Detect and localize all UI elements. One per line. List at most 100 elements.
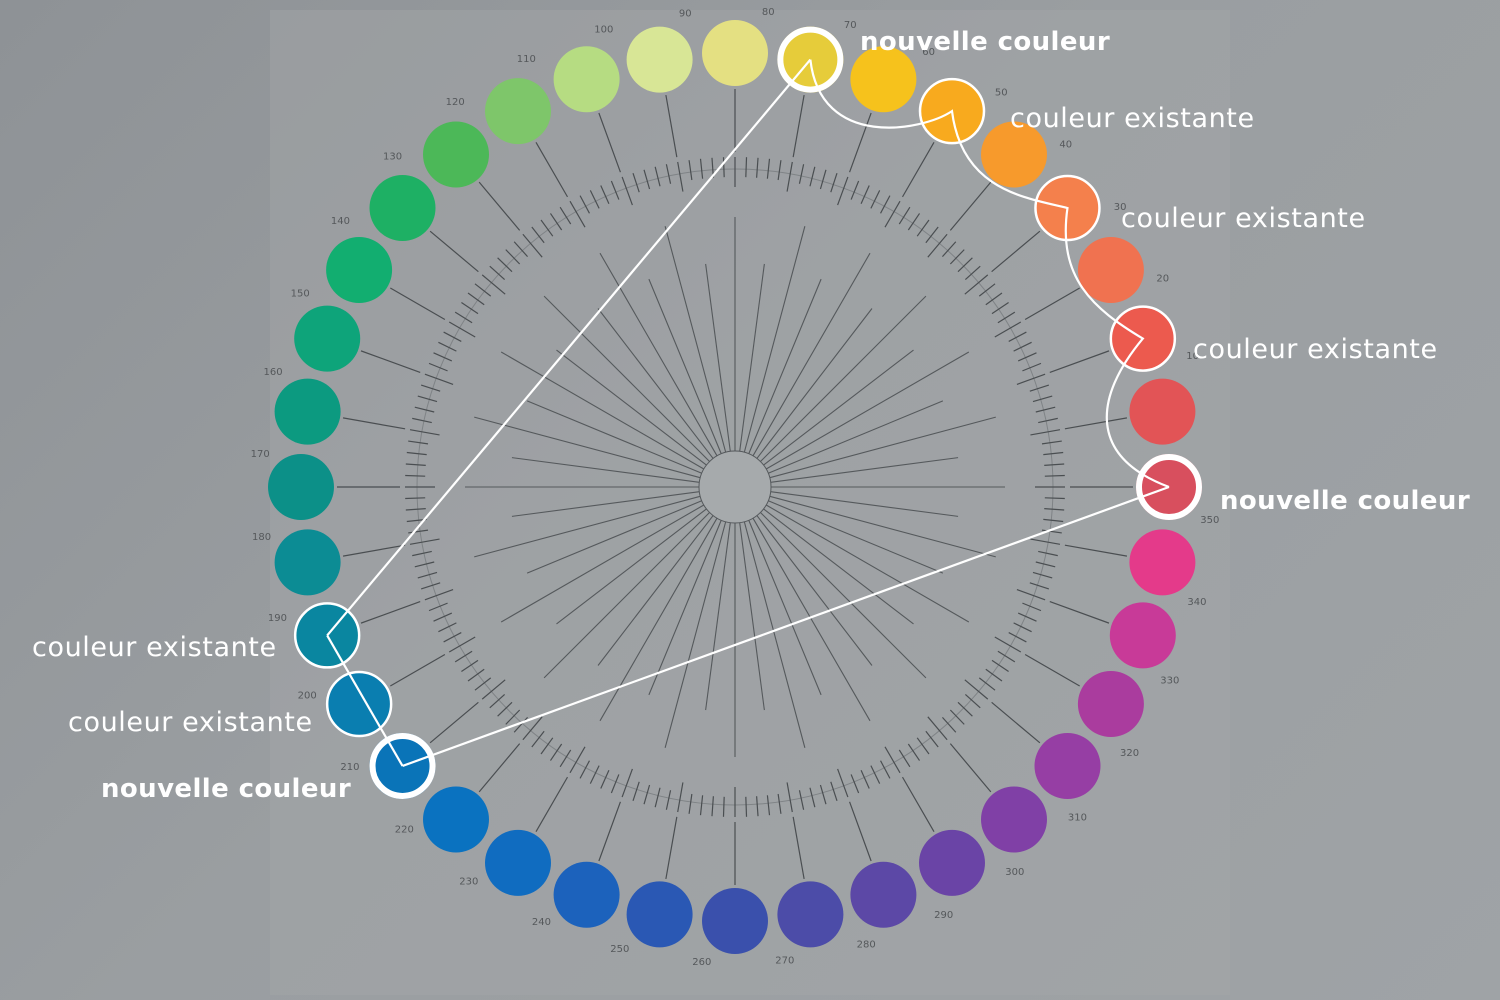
ring-tick — [654, 787, 661, 808]
swatch-350 — [1129, 529, 1196, 596]
hue-label-200: 200 — [298, 691, 317, 702]
ring-tick — [405, 463, 426, 466]
ring-tick — [884, 200, 901, 228]
swatch-spoke — [1049, 601, 1110, 624]
hue-label-70: 70 — [844, 20, 857, 31]
ring-tick — [522, 716, 543, 741]
ring-tick — [756, 157, 759, 178]
ring-tick — [1032, 571, 1053, 579]
dial-spoke — [739, 263, 765, 452]
ring-tick — [424, 373, 454, 385]
swatch-220 — [369, 733, 436, 799]
ring-tick — [722, 796, 725, 817]
ring-tick — [688, 160, 693, 181]
ring-tick — [745, 157, 748, 178]
swatch-spoke — [360, 601, 421, 624]
ring-tick — [540, 219, 554, 237]
swatch-spoke — [991, 230, 1041, 273]
hue-label-340: 340 — [1187, 597, 1206, 608]
ring-tick — [549, 213, 563, 231]
ring-tick — [489, 265, 506, 281]
ring-tick — [540, 737, 554, 755]
swatch-spoke — [598, 801, 621, 862]
swatch-spoke — [949, 181, 992, 231]
ring-tick — [579, 195, 590, 214]
ring-tick — [870, 190, 881, 209]
ring-tick — [1038, 550, 1058, 557]
label-new-color-yellow: nouvelle couleur — [860, 27, 1110, 57]
swatch-spoke — [429, 230, 479, 273]
ring-tick — [677, 782, 684, 813]
ring-tick — [978, 283, 996, 297]
ring-tick — [531, 226, 545, 244]
ring-tick — [489, 693, 506, 709]
ring-tick — [632, 781, 640, 802]
ring-tick — [569, 746, 586, 774]
ring-tick — [461, 301, 479, 315]
ring-tick — [997, 650, 1016, 663]
swatch-190 — [274, 529, 341, 596]
ring-tick — [461, 659, 479, 673]
ring-tick — [819, 784, 827, 805]
ring-new-220 — [369, 732, 436, 799]
ring-tick — [1035, 406, 1056, 413]
dial-spoke — [770, 457, 959, 483]
ring-tick — [994, 636, 1022, 653]
label-existing-color-light-orange: couleur existante — [1121, 203, 1366, 234]
scheme-connectors — [326, 58, 1170, 768]
ring-tick — [443, 632, 462, 643]
hue-label-260: 260 — [692, 957, 711, 968]
ring-tick — [1029, 384, 1050, 392]
swatch-spoke — [1064, 544, 1128, 557]
ring-tick — [1029, 582, 1050, 590]
dial-spoke — [769, 495, 996, 558]
hue-label-300: 300 — [1005, 867, 1024, 878]
dial-spoke — [743, 226, 806, 453]
ring-tick — [850, 180, 860, 200]
swatch-spoke — [478, 181, 521, 231]
dial-spoke — [743, 521, 806, 748]
swatch-10 — [1129, 378, 1196, 445]
ring-tick — [925, 730, 939, 748]
ring-tick — [643, 784, 651, 805]
swatch-160 — [294, 305, 361, 372]
ring-tick — [414, 561, 435, 568]
swatch-spoke — [1024, 653, 1080, 687]
ring-tick — [1032, 395, 1053, 403]
hue-label-290: 290 — [934, 910, 953, 921]
ring-tick — [1043, 518, 1064, 523]
label-existing-color-teal-blue: couleur existante — [32, 632, 277, 663]
hue-label-350: 350 — [1200, 515, 1219, 526]
triangle-edge-teal-blue — [326, 634, 404, 767]
ring-tick — [1017, 352, 1037, 362]
ring-tick — [409, 538, 440, 545]
ring-tick — [448, 636, 476, 653]
swatch-260 — [626, 881, 693, 948]
label-existing-color-orange: couleur existante — [1010, 103, 1255, 134]
hue-label-60: 60 — [922, 47, 935, 58]
swatch-spoke — [665, 816, 678, 880]
dial-spoke — [768, 500, 944, 574]
ring-tick — [424, 589, 454, 601]
dial-spoke — [556, 508, 707, 625]
ring-tick — [417, 571, 438, 579]
ring-tick — [786, 161, 793, 192]
swatch-spoke — [1064, 417, 1128, 430]
ring-tick — [579, 760, 590, 779]
ring-tick — [549, 743, 563, 761]
ring-tick — [1016, 373, 1046, 385]
ring-tick — [688, 793, 693, 814]
swatch-270 — [702, 888, 768, 954]
ring-tick — [941, 716, 957, 733]
dial-spoke — [752, 517, 871, 722]
ring-tick — [513, 241, 529, 258]
ring-tick — [412, 550, 432, 557]
ring-tick — [991, 301, 1009, 315]
swatch-spoke — [901, 776, 935, 832]
ring-tick — [589, 765, 600, 784]
swatch-spoke — [849, 801, 872, 862]
ring-tick — [722, 157, 725, 178]
swatch-280 — [777, 881, 844, 948]
ring-tick — [860, 185, 870, 205]
